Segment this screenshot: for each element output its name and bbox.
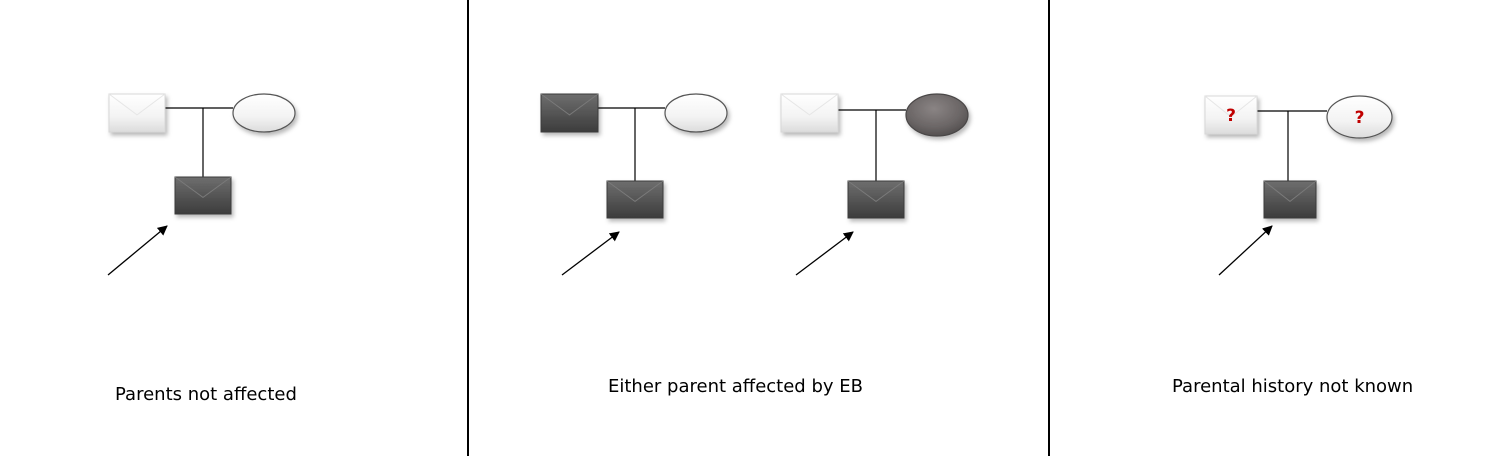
child-symbol-p2-0-bevel: [1263, 180, 1317, 202]
proband-arrow-p0-0: [107, 225, 168, 276]
caption-parents-not-affected: Parents not affected: [115, 384, 297, 405]
mother-question-mark-p2-0: ?: [1355, 108, 1365, 128]
panel-divider-2: [1048, 0, 1050, 456]
mother-symbol-p1-0: [664, 93, 728, 133]
mother-symbol-p1-1: [905, 93, 969, 137]
child-symbol-p0-0-bevel: [174, 176, 232, 198]
father-symbol-p1-1: [780, 93, 839, 133]
proband-arrow-p1-0: [561, 231, 620, 276]
caption-either-parent-affected: Either parent affected by EB: [608, 376, 863, 397]
father-symbol-p1-1-bevel: [780, 93, 839, 116]
mother-symbol-p2-0: [1326, 95, 1393, 139]
father-symbol-p1-0: [540, 93, 599, 133]
father-symbol-p1-0-bevel: [540, 93, 599, 116]
father-question-mark-p2-0: ?: [1226, 106, 1236, 126]
mother-symbol-p0-0: [232, 93, 296, 133]
father-symbol-p0-0-bevel: [108, 93, 166, 116]
proband-arrow-p1-1: [795, 231, 854, 276]
child-symbol-p1-0-bevel: [606, 180, 664, 202]
father-symbol-p0-0: [108, 93, 166, 133]
father-symbol-p2-0-bevel: [1204, 95, 1258, 118]
caption-parental-history-unknown: Parental history not known: [1172, 376, 1414, 397]
panel-divider-1: [467, 0, 469, 456]
child-symbol-p1-1-bevel: [847, 180, 905, 202]
proband-arrow-p2-0: [1218, 225, 1273, 276]
